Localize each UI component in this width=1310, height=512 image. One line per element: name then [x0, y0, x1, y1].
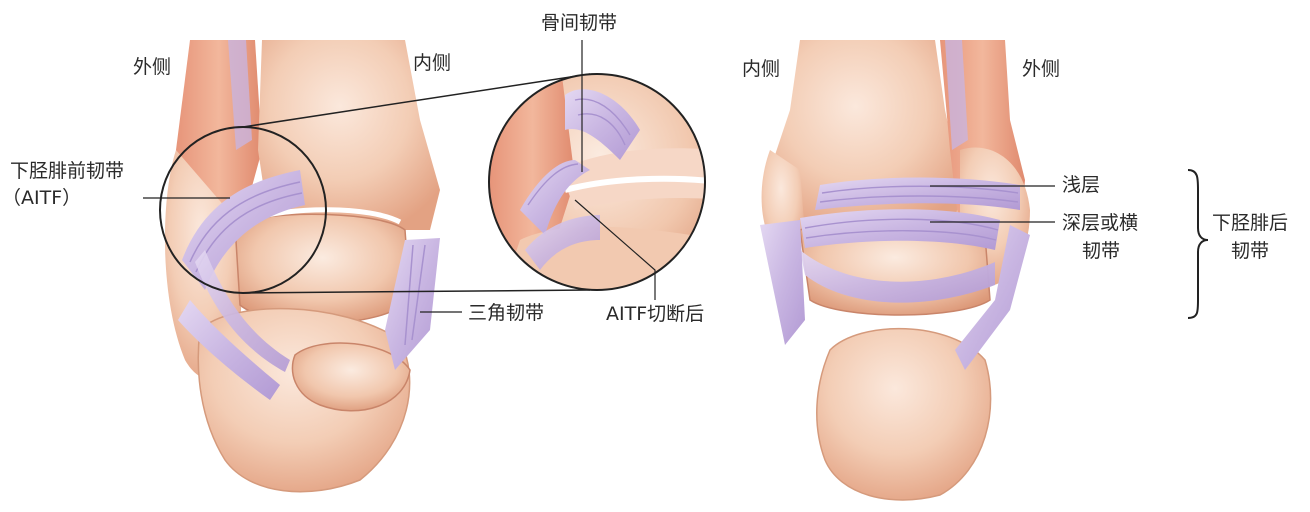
label-aitf-cut: AITF切断后	[606, 303, 704, 326]
label-deep-layer-line1: 深层或横	[1062, 212, 1138, 235]
right-label-medial: 内侧	[742, 58, 780, 81]
label-interosseous-ligament: 骨间韧带	[541, 12, 617, 35]
label-deep-layer-line2: 韧带	[1082, 240, 1120, 263]
label-superficial-layer: 浅层	[1062, 174, 1100, 197]
label-pitf-line2: 韧带	[1231, 240, 1269, 263]
label-aitf-abbr: （AITF）	[2, 187, 81, 210]
right-label-lateral: 外侧	[1022, 58, 1060, 81]
left-label-lateral: 外侧	[133, 56, 171, 79]
right-ankle-posterior	[760, 40, 1208, 500]
magnified-view	[480, 40, 720, 300]
label-deltoid-ligament: 三角韧带	[468, 302, 544, 325]
label-pitf-line1: 下胫腓后	[1212, 212, 1288, 235]
left-label-medial: 内侧	[413, 52, 451, 75]
pitf-brace	[1188, 170, 1208, 318]
label-aitf-name: 下胫腓前韧带	[10, 160, 124, 183]
